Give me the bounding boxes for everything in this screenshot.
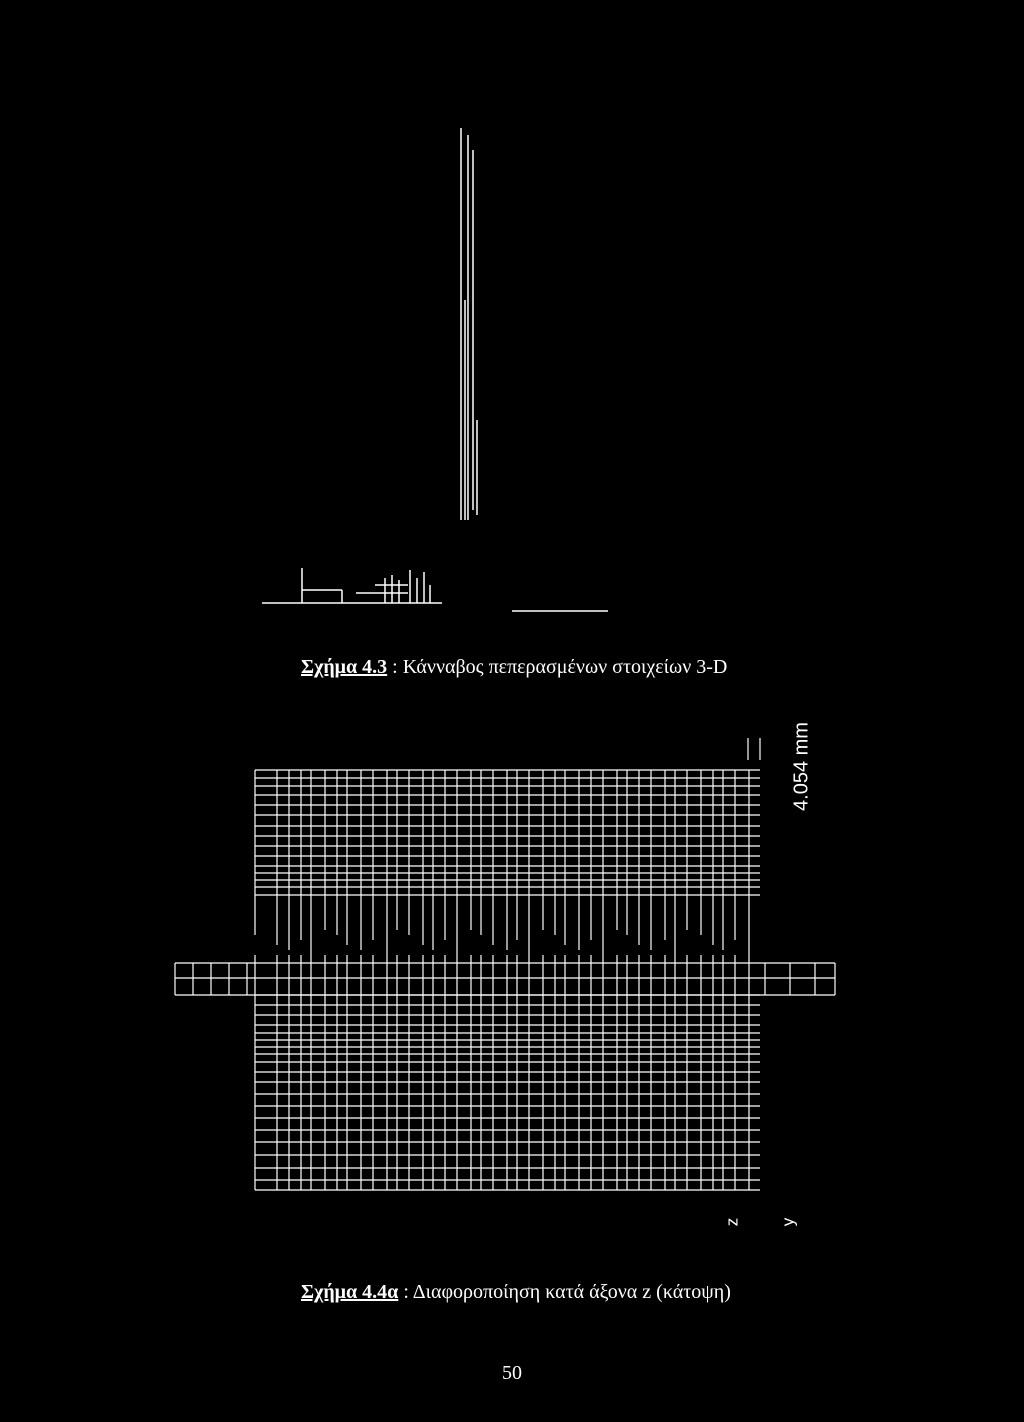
figure-4-4a-caption: Σχήμα 4.4α : Διαφοροποίηση κατά άξονα z … xyxy=(301,1280,731,1304)
figure-4-3-title: : Κάνναβος πεπερασμένων στοιχείων 3-D xyxy=(387,656,728,678)
figure-4-3-caption: Σχήμα 4.3 : Κάνναβος πεπερασμένων στοιχε… xyxy=(301,655,727,679)
dimension-label: 4.054 mm xyxy=(790,722,813,811)
figure-4-3-mesh-drawing xyxy=(262,128,608,612)
axis-label-z: z xyxy=(722,1217,742,1227)
figure-4-3-label: Σχήμα 4.3 xyxy=(301,656,388,678)
page-number: 50 xyxy=(502,1362,522,1384)
figure-4-4a-title: : Διαφοροποίηση κατά άξονα z (κάτοψη) xyxy=(398,1281,731,1303)
axis-label-y: y xyxy=(778,1217,798,1227)
figure-4-4a-label: Σχήμα 4.4α xyxy=(301,1281,399,1303)
